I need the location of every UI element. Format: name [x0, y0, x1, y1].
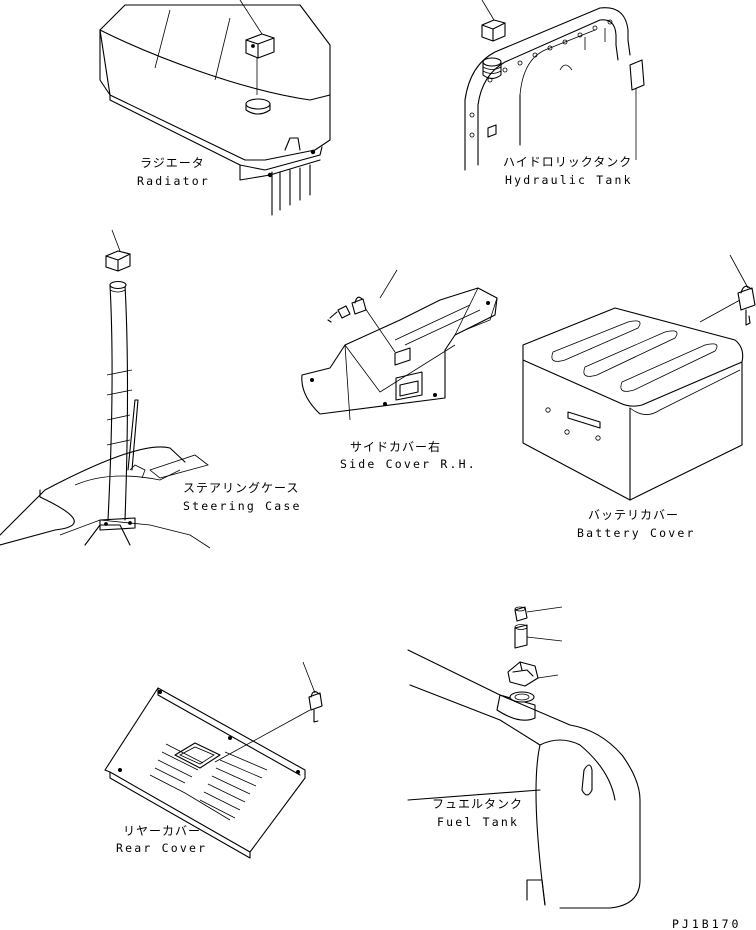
battery-cover-label-ja: バッテリカバー	[588, 508, 679, 522]
radiator-drawing: ラジエータ Radiator	[99, 0, 331, 216]
fuel-tank-label-en: Fuel Tank	[437, 815, 519, 829]
radiator-label-ja: ラジエータ	[140, 156, 205, 170]
steering-case-label-en: Steering Case	[183, 499, 302, 513]
steering-case-drawing: ステアリングケース Steering Case	[0, 229, 302, 549]
battery-cover-drawing: バッテリカバー Battery Cover	[522, 254, 756, 540]
rear-cover-label-en: Rear Cover	[116, 841, 207, 855]
steering-case-label-ja: ステアリングケース	[183, 481, 299, 495]
hydraulic-tank-label-en: Hydraulic Tank	[505, 173, 633, 187]
radiator-label-en: Radiator	[137, 174, 210, 188]
rear-cover-label-ja: リヤーカバー	[123, 824, 201, 838]
side-cover-label-ja: サイドカバー右	[350, 439, 441, 454]
battery-cover-label-en: Battery Cover	[577, 526, 696, 540]
fuel-tank-drawing: フュエルタンク Fuel Tank	[407, 606, 641, 909]
drawing-code: PJ1B170	[672, 917, 741, 930]
hydraulic-tank-drawing: ハイドロリックタンク Hydraulic Tank	[464, 0, 645, 187]
fuel-tank-label-ja: フュエルタンク	[432, 797, 523, 811]
side-cover-drawing: サイドカバー右 Side Cover R.H.	[301, 269, 498, 471]
side-cover-label-en: Side Cover R.H.	[340, 457, 477, 471]
hydraulic-tank-label-ja: ハイドロリックタンク	[503, 155, 632, 169]
rear-cover-drawing: リヤーカバー Rear Cover	[104, 661, 323, 859]
